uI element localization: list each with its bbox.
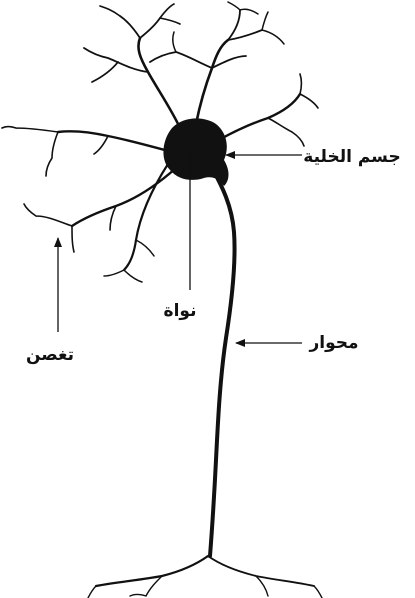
dendrites [2,2,322,598]
cell-body-label: جسم الخلية [303,147,400,167]
dendrite-right-branch [268,74,318,146]
dendrite-label: تغصن [26,345,74,365]
cell-body [163,118,228,186]
dendrite-left [58,131,172,152]
axon-terminals [96,556,208,586]
nucleus-label: نواة [164,301,197,321]
dendrite-upper [196,40,228,124]
dendrite-upper-twigs [173,2,284,52]
dendrite-right [212,94,300,144]
axon-label: محوار [308,333,358,353]
axon [210,168,235,556]
dendrite-upper-left-branch [84,16,160,82]
axon-terminals-twigs [88,576,322,598]
dendrite-upper-left-twigs [100,4,180,24]
